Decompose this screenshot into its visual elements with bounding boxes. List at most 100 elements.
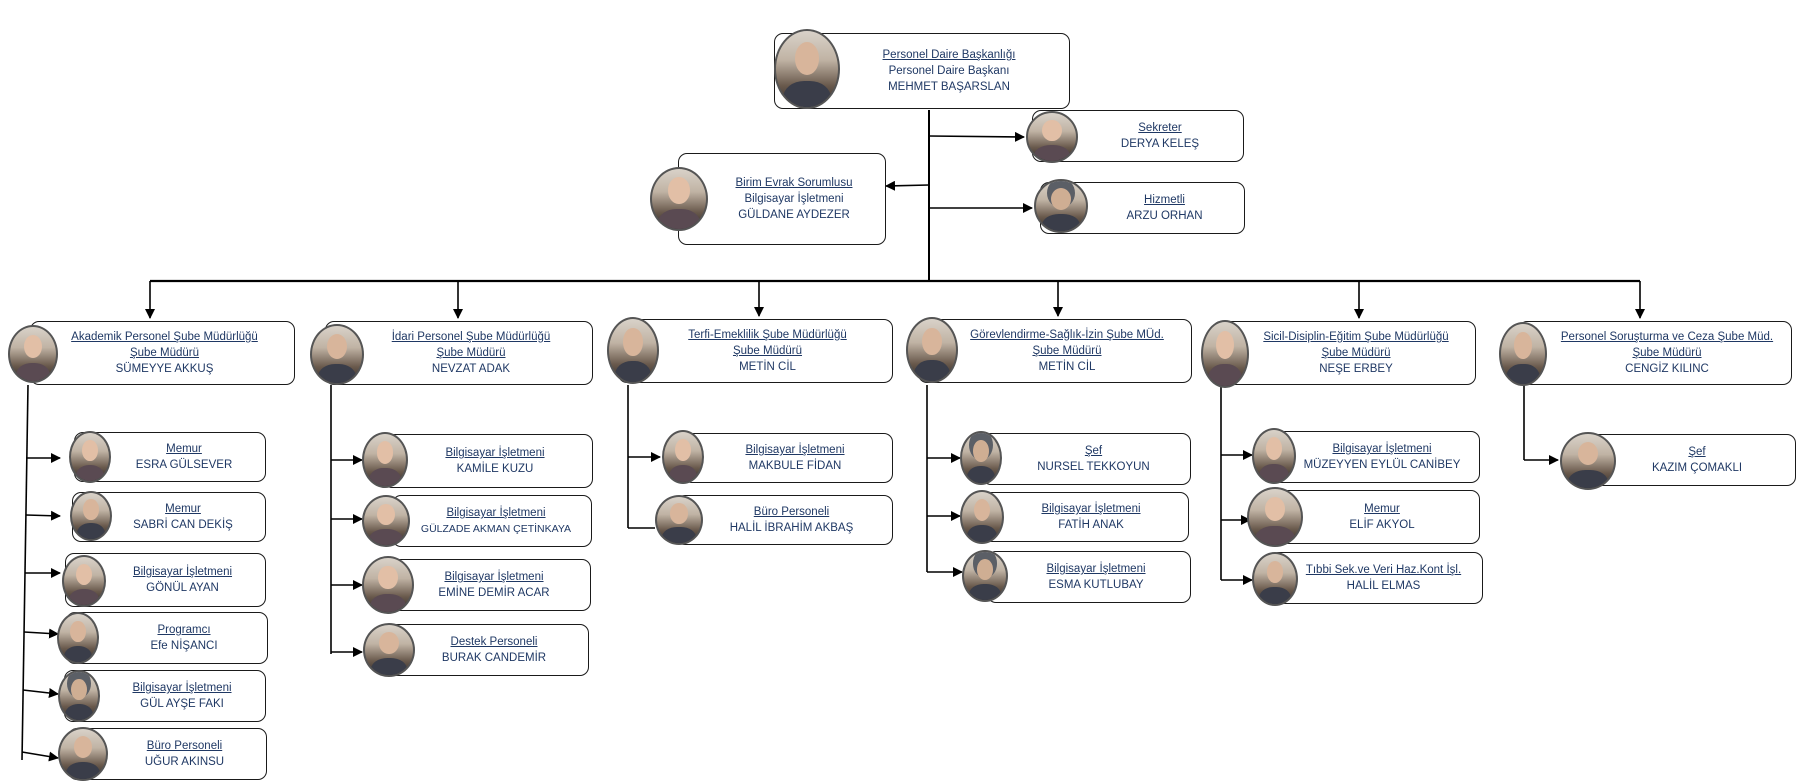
staff-name: MÜZEYYEN EYLÜL CANİBEY	[1303, 459, 1461, 471]
unit-role[interactable]: Şube Müdürü	[1032, 345, 1102, 357]
staff-role[interactable]: Bilgisayar İşletmeni	[1332, 443, 1432, 455]
unit-photo	[8, 325, 58, 383]
unit-role[interactable]: Şube Müdürü	[129, 347, 200, 359]
staff-name: UĞUR AKINSU	[144, 756, 225, 768]
staff-role[interactable]: Bilgisayar İşletmeni	[132, 566, 233, 578]
records-role: Bilgisayar İşletmeni	[744, 193, 844, 205]
unit-photo	[607, 317, 659, 384]
staff-name: KAZIM ÇOMAKLI	[1651, 462, 1743, 474]
staff-role[interactable]: Bilgisayar İşletmeni	[444, 571, 544, 583]
staff-photo	[962, 550, 1008, 602]
staff-role[interactable]: Memur	[1364, 503, 1400, 515]
staff-photo	[70, 491, 112, 541]
unit-role[interactable]: Şube Müdürü	[436, 347, 506, 359]
unit-card-sicil: Sicil-Disiplin-Eğitim Şube Müdürlüğü Şub…	[1212, 321, 1476, 385]
staff-photo	[69, 431, 111, 483]
unit-photo	[1499, 322, 1547, 386]
head-photo	[774, 29, 840, 109]
unit-title[interactable]: Akademik Personel Şube Müdürlüğü	[71, 331, 258, 343]
unit-title[interactable]: Personel Soruşturma ve Ceza Şube Müd.	[1560, 331, 1774, 343]
staff-photo	[1252, 552, 1298, 606]
staff-photo	[58, 670, 100, 722]
staff-role[interactable]: Şef	[1688, 446, 1706, 458]
secretary-photo	[1026, 111, 1078, 163]
servant-photo	[1034, 179, 1088, 233]
unit-name: NEVZAT ADAK	[431, 363, 511, 375]
staff-photo	[1252, 428, 1296, 484]
staff-role[interactable]: Destek Personeli	[450, 636, 538, 648]
staff-name: ELİF AKYOL	[1349, 519, 1415, 531]
staff-name: KAMİLE KUZU	[456, 463, 534, 475]
staff-role[interactable]: Bilgisayar İşletmeni	[1046, 563, 1146, 575]
staff-photo	[362, 556, 414, 614]
records-name: GÜLDANE AYDEZER	[738, 209, 850, 221]
unit-role[interactable]: Şube Müdürü	[1321, 347, 1391, 359]
staff-photo	[1560, 432, 1616, 490]
staff-name: SABRİ CAN DEKİŞ	[133, 519, 233, 531]
unit-title[interactable]: Terfi-Emeklilik Şube Müdürlüğü	[688, 329, 847, 341]
unit-name: METİN CİL	[739, 361, 796, 373]
staff-photo	[363, 623, 415, 677]
unit-photo	[906, 317, 958, 383]
staff-photo	[58, 727, 108, 781]
staff-name: FATİH ANAK	[1058, 519, 1124, 531]
staff-role[interactable]: Bilgisayar İşletmeni	[445, 447, 545, 459]
unit-card-gorevlendirme: Görevlendirme-Sağlık-İzin Şube MÜd. Şube…	[918, 319, 1192, 383]
unit-card-sorusturma: Personel Soruşturma ve Ceza Şube Müd. Şu…	[1518, 321, 1792, 385]
staff-role[interactable]: Bilgisayar İşletmeni	[446, 507, 546, 519]
staff-photo	[1247, 487, 1303, 547]
unit-title[interactable]: İdari Personel Şube Müdürlüğü	[391, 331, 551, 343]
staff-name: ESMA KUTLUBAY	[1048, 579, 1144, 591]
unit-title[interactable]: Sicil-Disiplin-Eğitim Şube Müdürlüğü	[1263, 331, 1449, 343]
staff-name: GÜL AYŞE FAKI	[140, 698, 224, 710]
staff-name: EMİNE DEMİR ACAR	[438, 587, 550, 599]
staff-role[interactable]: Bilgisayar İşletmeni	[132, 682, 232, 694]
staff-role[interactable]: Programcı	[157, 624, 211, 636]
staff-name: GÖNÜL AYAN	[146, 582, 219, 594]
staff-role[interactable]: Memur	[166, 443, 202, 455]
unit-role[interactable]: Şube Müdürü	[732, 345, 803, 357]
records-photo	[650, 167, 708, 231]
staff-photo	[62, 555, 106, 607]
staff-role[interactable]: Büro Personeli	[753, 506, 830, 518]
secretary-name: DERYA KELEŞ	[1120, 138, 1200, 150]
staff-role[interactable]: Büro Personeli	[146, 740, 223, 752]
staff-photo	[655, 495, 703, 545]
head-role: Personel Daire Başkanı	[888, 65, 1010, 77]
staff-name: ESRA GÜLSEVER	[135, 459, 233, 471]
staff-role[interactable]: Şef	[1084, 445, 1103, 457]
servant-title[interactable]: Hizmetli	[1144, 194, 1185, 206]
staff-role[interactable]: Bilgisayar İşletmeni	[745, 444, 845, 456]
records-title[interactable]: Birim Evrak Sorumlusu	[735, 177, 853, 189]
staff-role[interactable]: Tıbbi Sek.ve Veri Haz.Kont İşl.	[1305, 564, 1462, 576]
staff-name: MAKBULE FİDAN	[748, 460, 842, 472]
staff-role[interactable]: Bilgisayar İşletmeni	[1041, 503, 1141, 515]
unit-name: METİN CİL	[1038, 361, 1096, 373]
secretary-title[interactable]: Sekreter	[1138, 122, 1182, 134]
head-name: MEHMET BAŞARSLAN	[888, 81, 1010, 93]
unit-role[interactable]: Şube Müdürü	[1632, 347, 1702, 359]
unit-card-terfi: Terfi-Emeklilik Şube Müdürlüğü Şube Müdü…	[618, 319, 893, 383]
staff-role[interactable]: Memur	[165, 503, 201, 515]
unit-title[interactable]: Görevlendirme-Sağlık-İzin Şube MÜd.	[970, 329, 1164, 341]
staff-name: Efe NİŞANCI	[150, 640, 218, 652]
unit-name: SÜMEYYE AKKUŞ	[115, 363, 214, 375]
staff-name: HALİL İBRAHİM AKBAŞ	[729, 522, 854, 534]
unit-card-akademik: Akademik Personel Şube Müdürlüğü Şube Mü…	[30, 321, 295, 385]
staff-name: GÜLZADE AKMAN ÇETİNKAYA	[420, 523, 572, 535]
head-title[interactable]: Personel Daire Başkanlığı	[882, 49, 1016, 61]
staff-photo	[960, 490, 1004, 544]
